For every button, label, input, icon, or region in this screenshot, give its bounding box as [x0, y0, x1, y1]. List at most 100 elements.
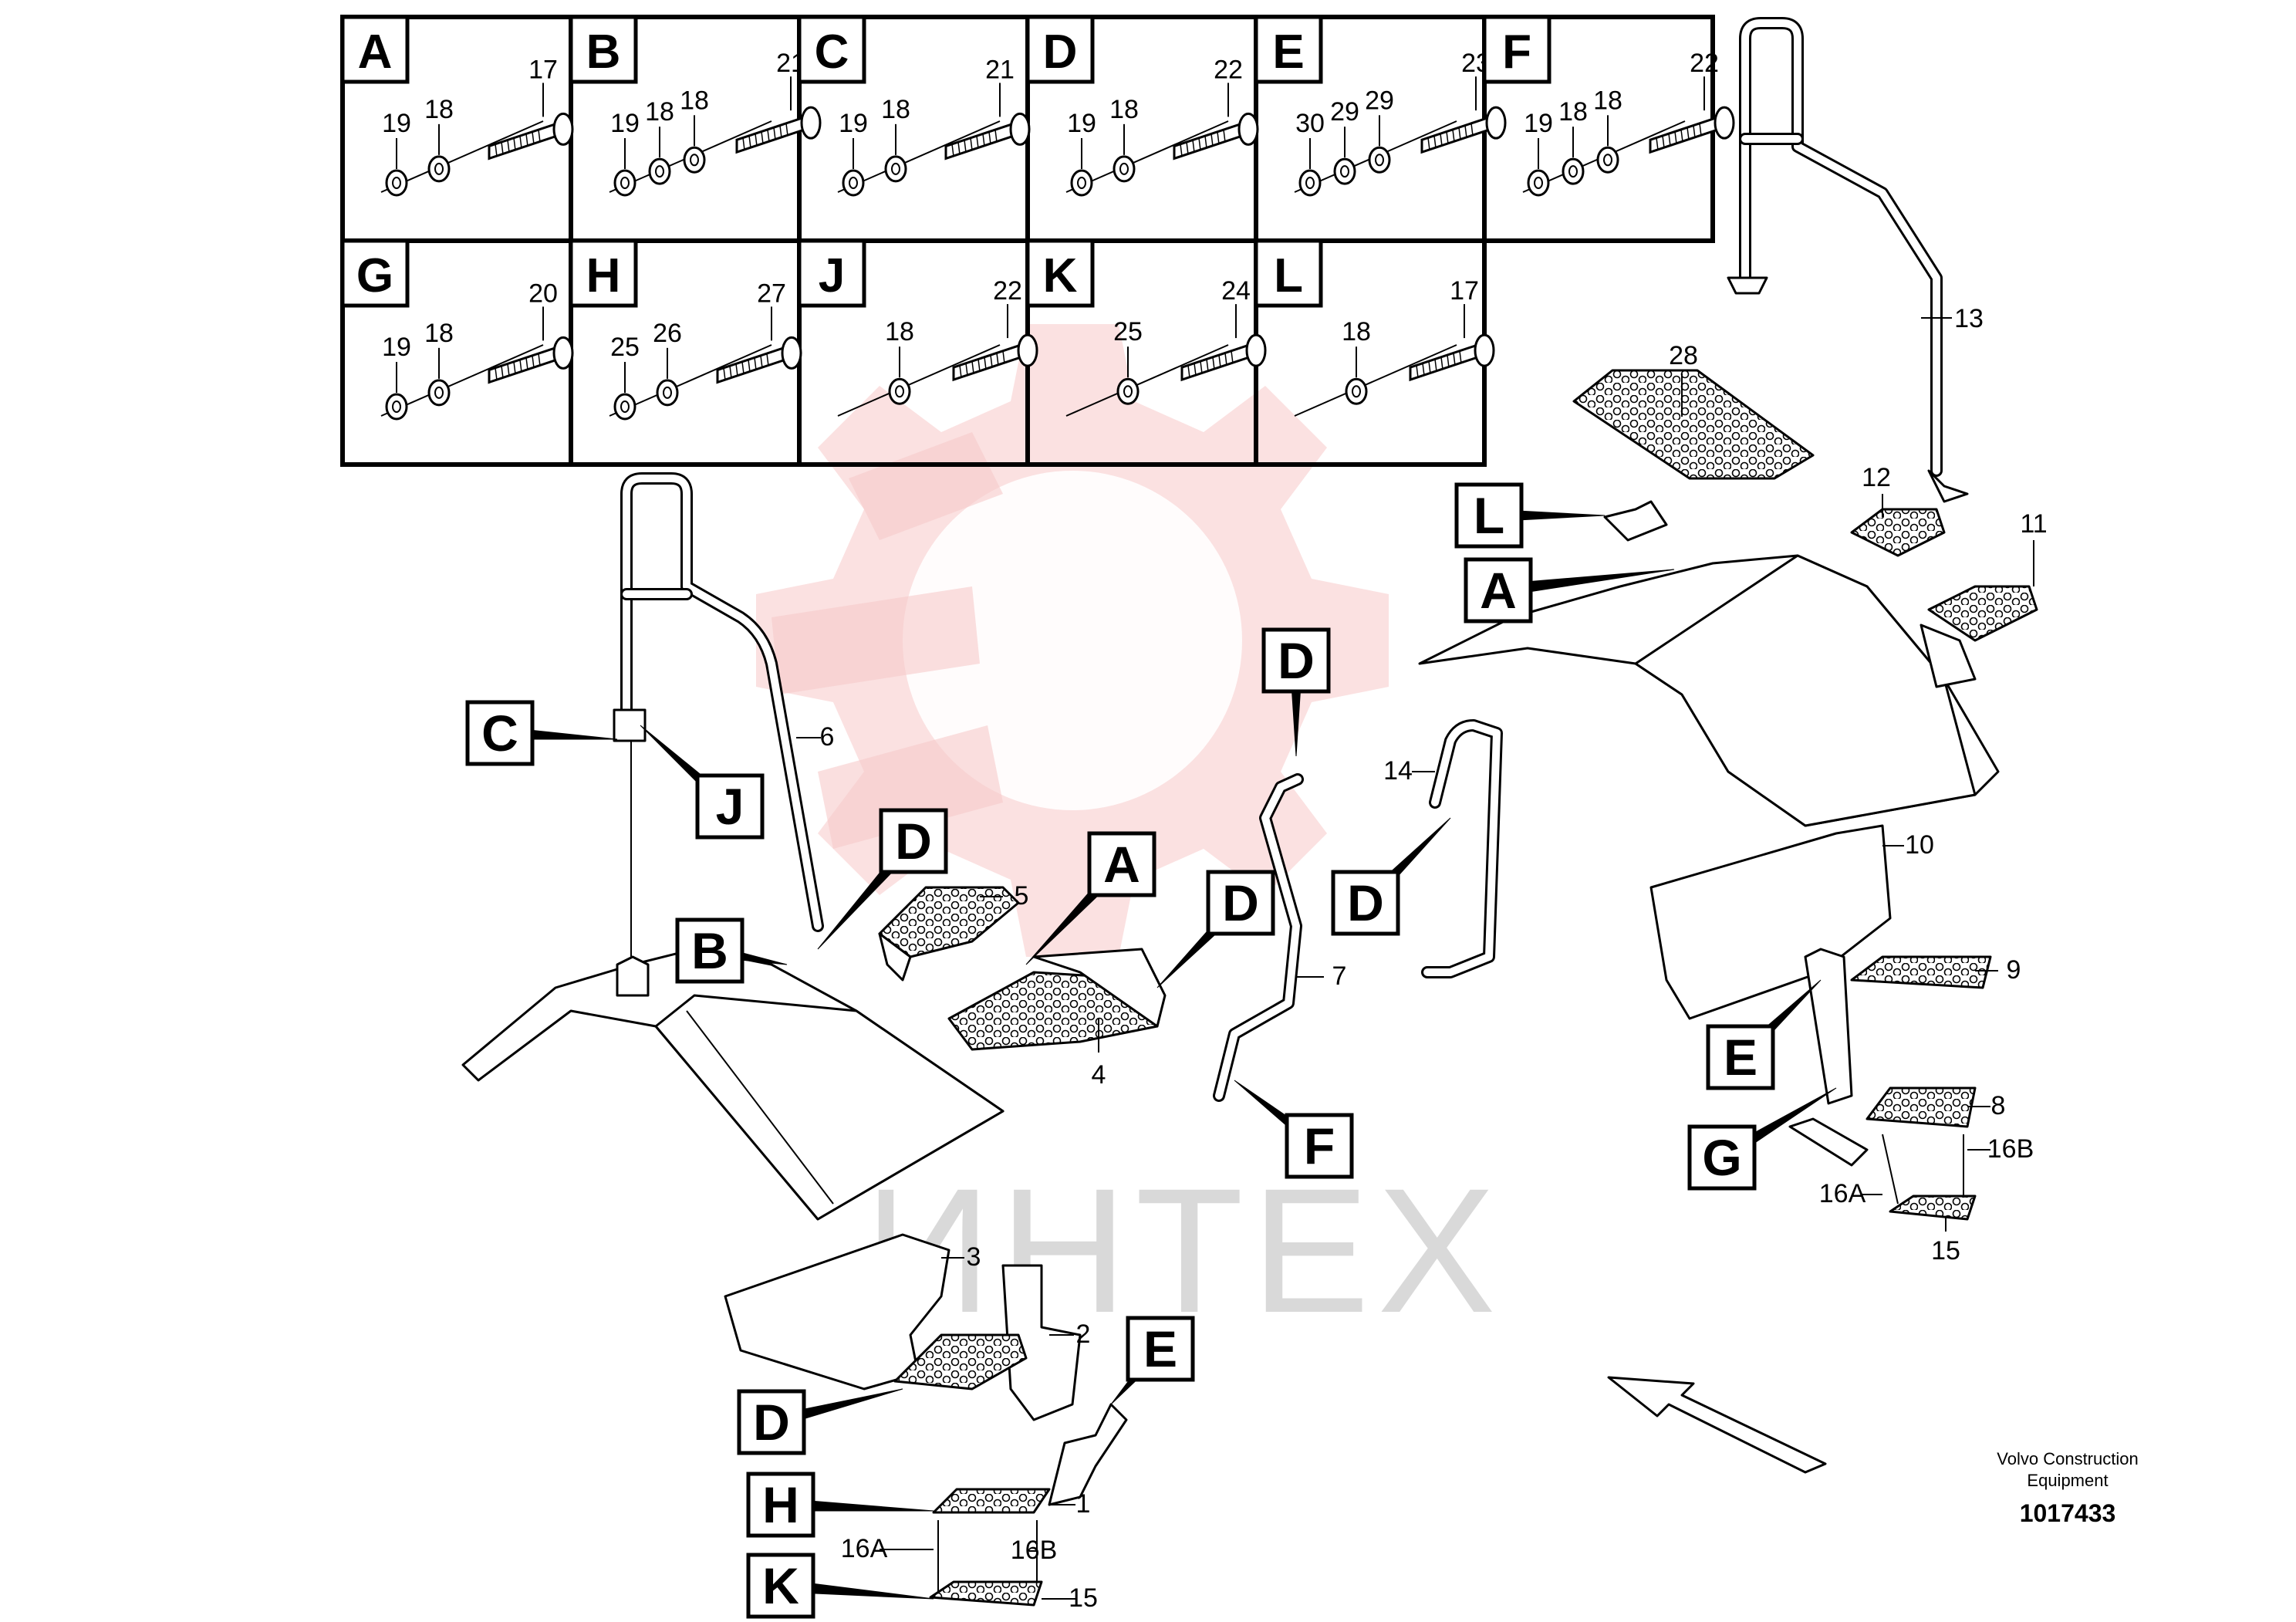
- hardware-icon: [609, 306, 802, 421]
- detail-part-number: 30: [1295, 109, 1325, 138]
- callout-letter: A: [1480, 562, 1517, 619]
- callout-letter: B: [691, 922, 728, 979]
- callout-d: D: [737, 1389, 806, 1455]
- hardware-icon: [1294, 304, 1495, 417]
- hardware-icon: [837, 83, 1031, 197]
- detail-letter: G: [356, 249, 393, 302]
- right-assembly: [1418, 17, 2038, 1221]
- detail-letter: L: [1274, 249, 1303, 302]
- callout-letter: C: [481, 705, 518, 762]
- callout-a: A: [1464, 557, 1533, 623]
- callout-letter: E: [1143, 1320, 1177, 1377]
- callout-j: J: [695, 773, 765, 840]
- part-number-label: 10: [1905, 830, 1934, 860]
- part-number-label: 16A: [841, 1534, 888, 1563]
- footer-drawing-id: 1017433: [2020, 1499, 2116, 1527]
- detail-letter: H: [586, 249, 621, 302]
- detail-letter: D: [1043, 25, 1078, 79]
- callout-letter: D: [895, 813, 932, 870]
- callout-d: D: [879, 808, 948, 874]
- callout-letter: D: [1347, 874, 1384, 931]
- detail-part-number: 29: [1330, 97, 1359, 127]
- part-number-label: 16B: [1011, 1536, 1058, 1565]
- detail-part-number: 18: [885, 317, 914, 346]
- hardware-icon: [1294, 76, 1507, 197]
- detail-part-number: 22: [1690, 49, 1719, 78]
- hardware-icon: [609, 76, 822, 197]
- detail-part-number: 17: [528, 55, 558, 84]
- part-number-label: 14: [1383, 756, 1413, 786]
- hardware-icon: [1065, 83, 1259, 197]
- detail-part-number: 18: [424, 319, 454, 348]
- part-number-label: 5: [1015, 881, 1029, 911]
- part-number-label: 3: [967, 1242, 981, 1272]
- callout-letter: H: [762, 1476, 799, 1533]
- detail-part-number: 25: [1113, 317, 1143, 346]
- part-number-label: 13: [1954, 304, 1984, 333]
- detail-letter: F: [1502, 25, 1531, 79]
- callout-letter: F: [1304, 1117, 1335, 1174]
- callout-letter: D: [1222, 874, 1259, 931]
- callout-k: K: [746, 1553, 815, 1619]
- detail-part-number: 26: [653, 319, 682, 348]
- left-assembly: [461, 472, 1503, 1607]
- part-number-label: 9: [2007, 955, 2021, 985]
- callout-letter: K: [762, 1557, 799, 1614]
- detail-part-number: 29: [1365, 86, 1394, 115]
- callout-a: A: [1087, 831, 1156, 897]
- callout-h: H: [746, 1472, 815, 1538]
- detail-part-number: 18: [424, 95, 454, 124]
- part-number-label: 15: [1931, 1236, 1960, 1265]
- detail-part-number: 20: [528, 279, 558, 308]
- hardware-icon: [380, 306, 574, 421]
- detail-part-number: 18: [881, 95, 910, 124]
- detail-part-number: 19: [382, 109, 411, 138]
- part-number-label: 1: [1076, 1489, 1091, 1519]
- detail-part-number: 18: [1593, 86, 1622, 115]
- part-number-label: 4: [1092, 1060, 1106, 1090]
- callout-l: L: [1454, 482, 1524, 549]
- detail-part-number: 18: [645, 97, 674, 127]
- part-number-label: 15: [1069, 1583, 1098, 1613]
- callout-d: D: [1261, 627, 1331, 694]
- callout-letter: J: [716, 778, 745, 835]
- callout-letter: A: [1103, 836, 1140, 893]
- callout-letter: L: [1474, 487, 1504, 544]
- part-number-label: 16A: [1819, 1179, 1866, 1208]
- callout-letter: G: [1702, 1129, 1741, 1186]
- detail-letter: B: [586, 25, 621, 79]
- direction-arrow: [1607, 1376, 1827, 1474]
- part-number-label: 6: [820, 722, 835, 752]
- detail-letter: K: [1043, 249, 1078, 302]
- callout-letter: D: [1278, 632, 1315, 689]
- footer-company-line2: Equipment: [2027, 1471, 2108, 1490]
- callout-letter: D: [753, 1394, 790, 1451]
- hardware-icon: [837, 304, 1038, 417]
- detail-letter: E: [1272, 25, 1304, 79]
- hardware-icon: [380, 83, 574, 197]
- detail-part-number: 21: [985, 55, 1015, 84]
- callout-g: G: [1687, 1124, 1757, 1191]
- hardware-icon: [1065, 304, 1267, 417]
- part-number-label: 7: [1332, 961, 1347, 991]
- footer-company-line1: Volvo Construction: [1997, 1449, 2138, 1468]
- callout-c: C: [465, 700, 535, 766]
- part-number-label: 16B: [1987, 1134, 2034, 1164]
- callout-d: D: [1206, 870, 1275, 936]
- callout-d: D: [1331, 870, 1400, 936]
- detail-part-number: 22: [993, 276, 1022, 306]
- detail-part-number: 19: [1067, 109, 1096, 138]
